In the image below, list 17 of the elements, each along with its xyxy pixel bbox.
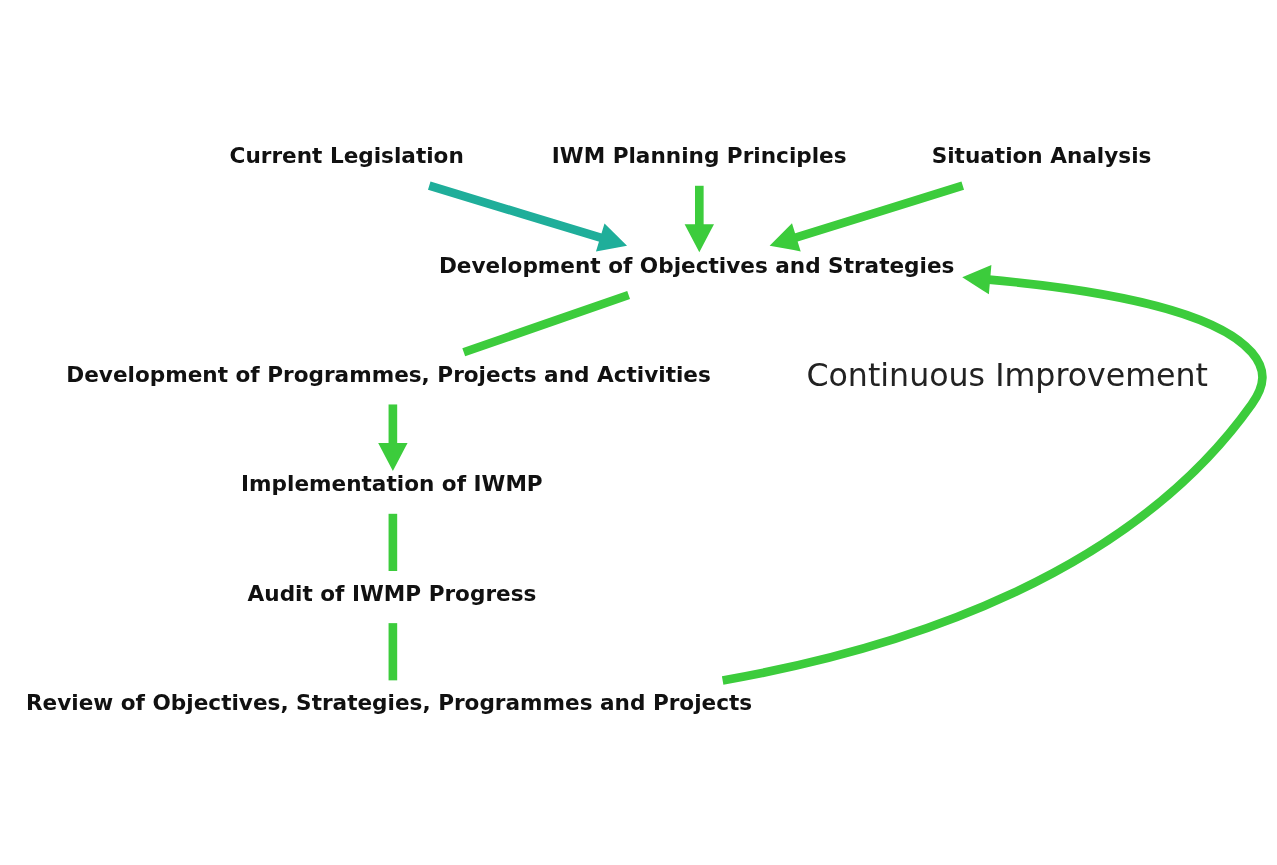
connector (388, 622, 398, 680)
arrow (721, 264, 1267, 685)
node-text: Implementation of IWMP (241, 470, 543, 496)
arrow (769, 181, 964, 251)
connector (462, 290, 631, 356)
arrow (378, 403, 408, 471)
node-text: Development of Objectives and Strategies (438, 252, 955, 278)
arrow (684, 185, 714, 252)
arrow (428, 181, 628, 252)
node-text: Audit of IWMP Progress (247, 580, 537, 606)
node-text: Development of Programmes, Projects and Activities (66, 361, 711, 387)
connector (388, 513, 398, 571)
node-text: IWM Planning Principles (551, 142, 847, 168)
node-text: Review of Objectives, Strategies, Programmes and Projects (26, 689, 753, 715)
node-text: Current Legislation (229, 142, 464, 168)
label: Continuous Improvement (806, 356, 1208, 393)
node-text: Situation Analysis (931, 142, 1152, 168)
